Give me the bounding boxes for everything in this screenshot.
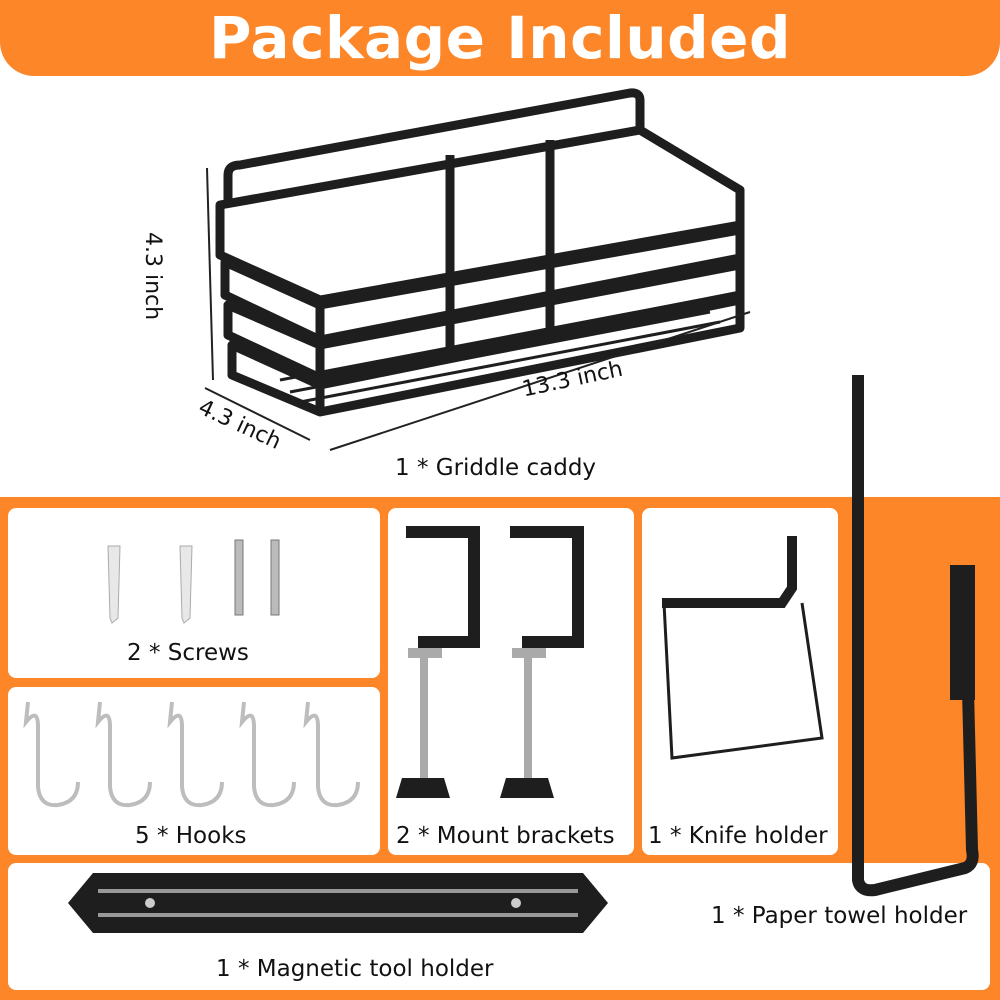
magnetic-label: 1 * Magnetic tool holder: [216, 956, 494, 982]
screws-icon: [107, 539, 280, 624]
hooks-panel: 5 * Hooks: [8, 687, 380, 855]
screws-panel: 2 * Screws: [8, 508, 380, 678]
mount-brackets-icon: [396, 526, 584, 798]
screws-label: 2 * Screws: [127, 640, 249, 666]
towel-label: 1 * Paper towel holder: [711, 903, 968, 929]
magnetic-tool-holder-icon: [68, 873, 608, 933]
caddy-height-label: 4.3 inch: [140, 232, 165, 321]
caddy-label: 1 * Griddle caddy: [395, 455, 597, 481]
hooks-label: 5 * Hooks: [135, 823, 247, 849]
brackets-label: 2 * Mount brackets: [396, 823, 615, 849]
magnetic-panel: 1 * Magnetic tool holder 1 * Paper towel…: [8, 863, 990, 990]
griddle-caddy-image: [204, 88, 751, 451]
hooks-icon: [23, 701, 360, 808]
knife-holder-icon: [662, 536, 824, 760]
header-banner: Package Included: [0, 0, 1000, 76]
page-title: Package Included: [208, 4, 792, 72]
knife-panel: 1 * Knife holder: [642, 508, 838, 855]
knife-label: 1 * Knife holder: [648, 823, 828, 849]
brackets-panel: 2 * Mount brackets: [388, 508, 634, 855]
